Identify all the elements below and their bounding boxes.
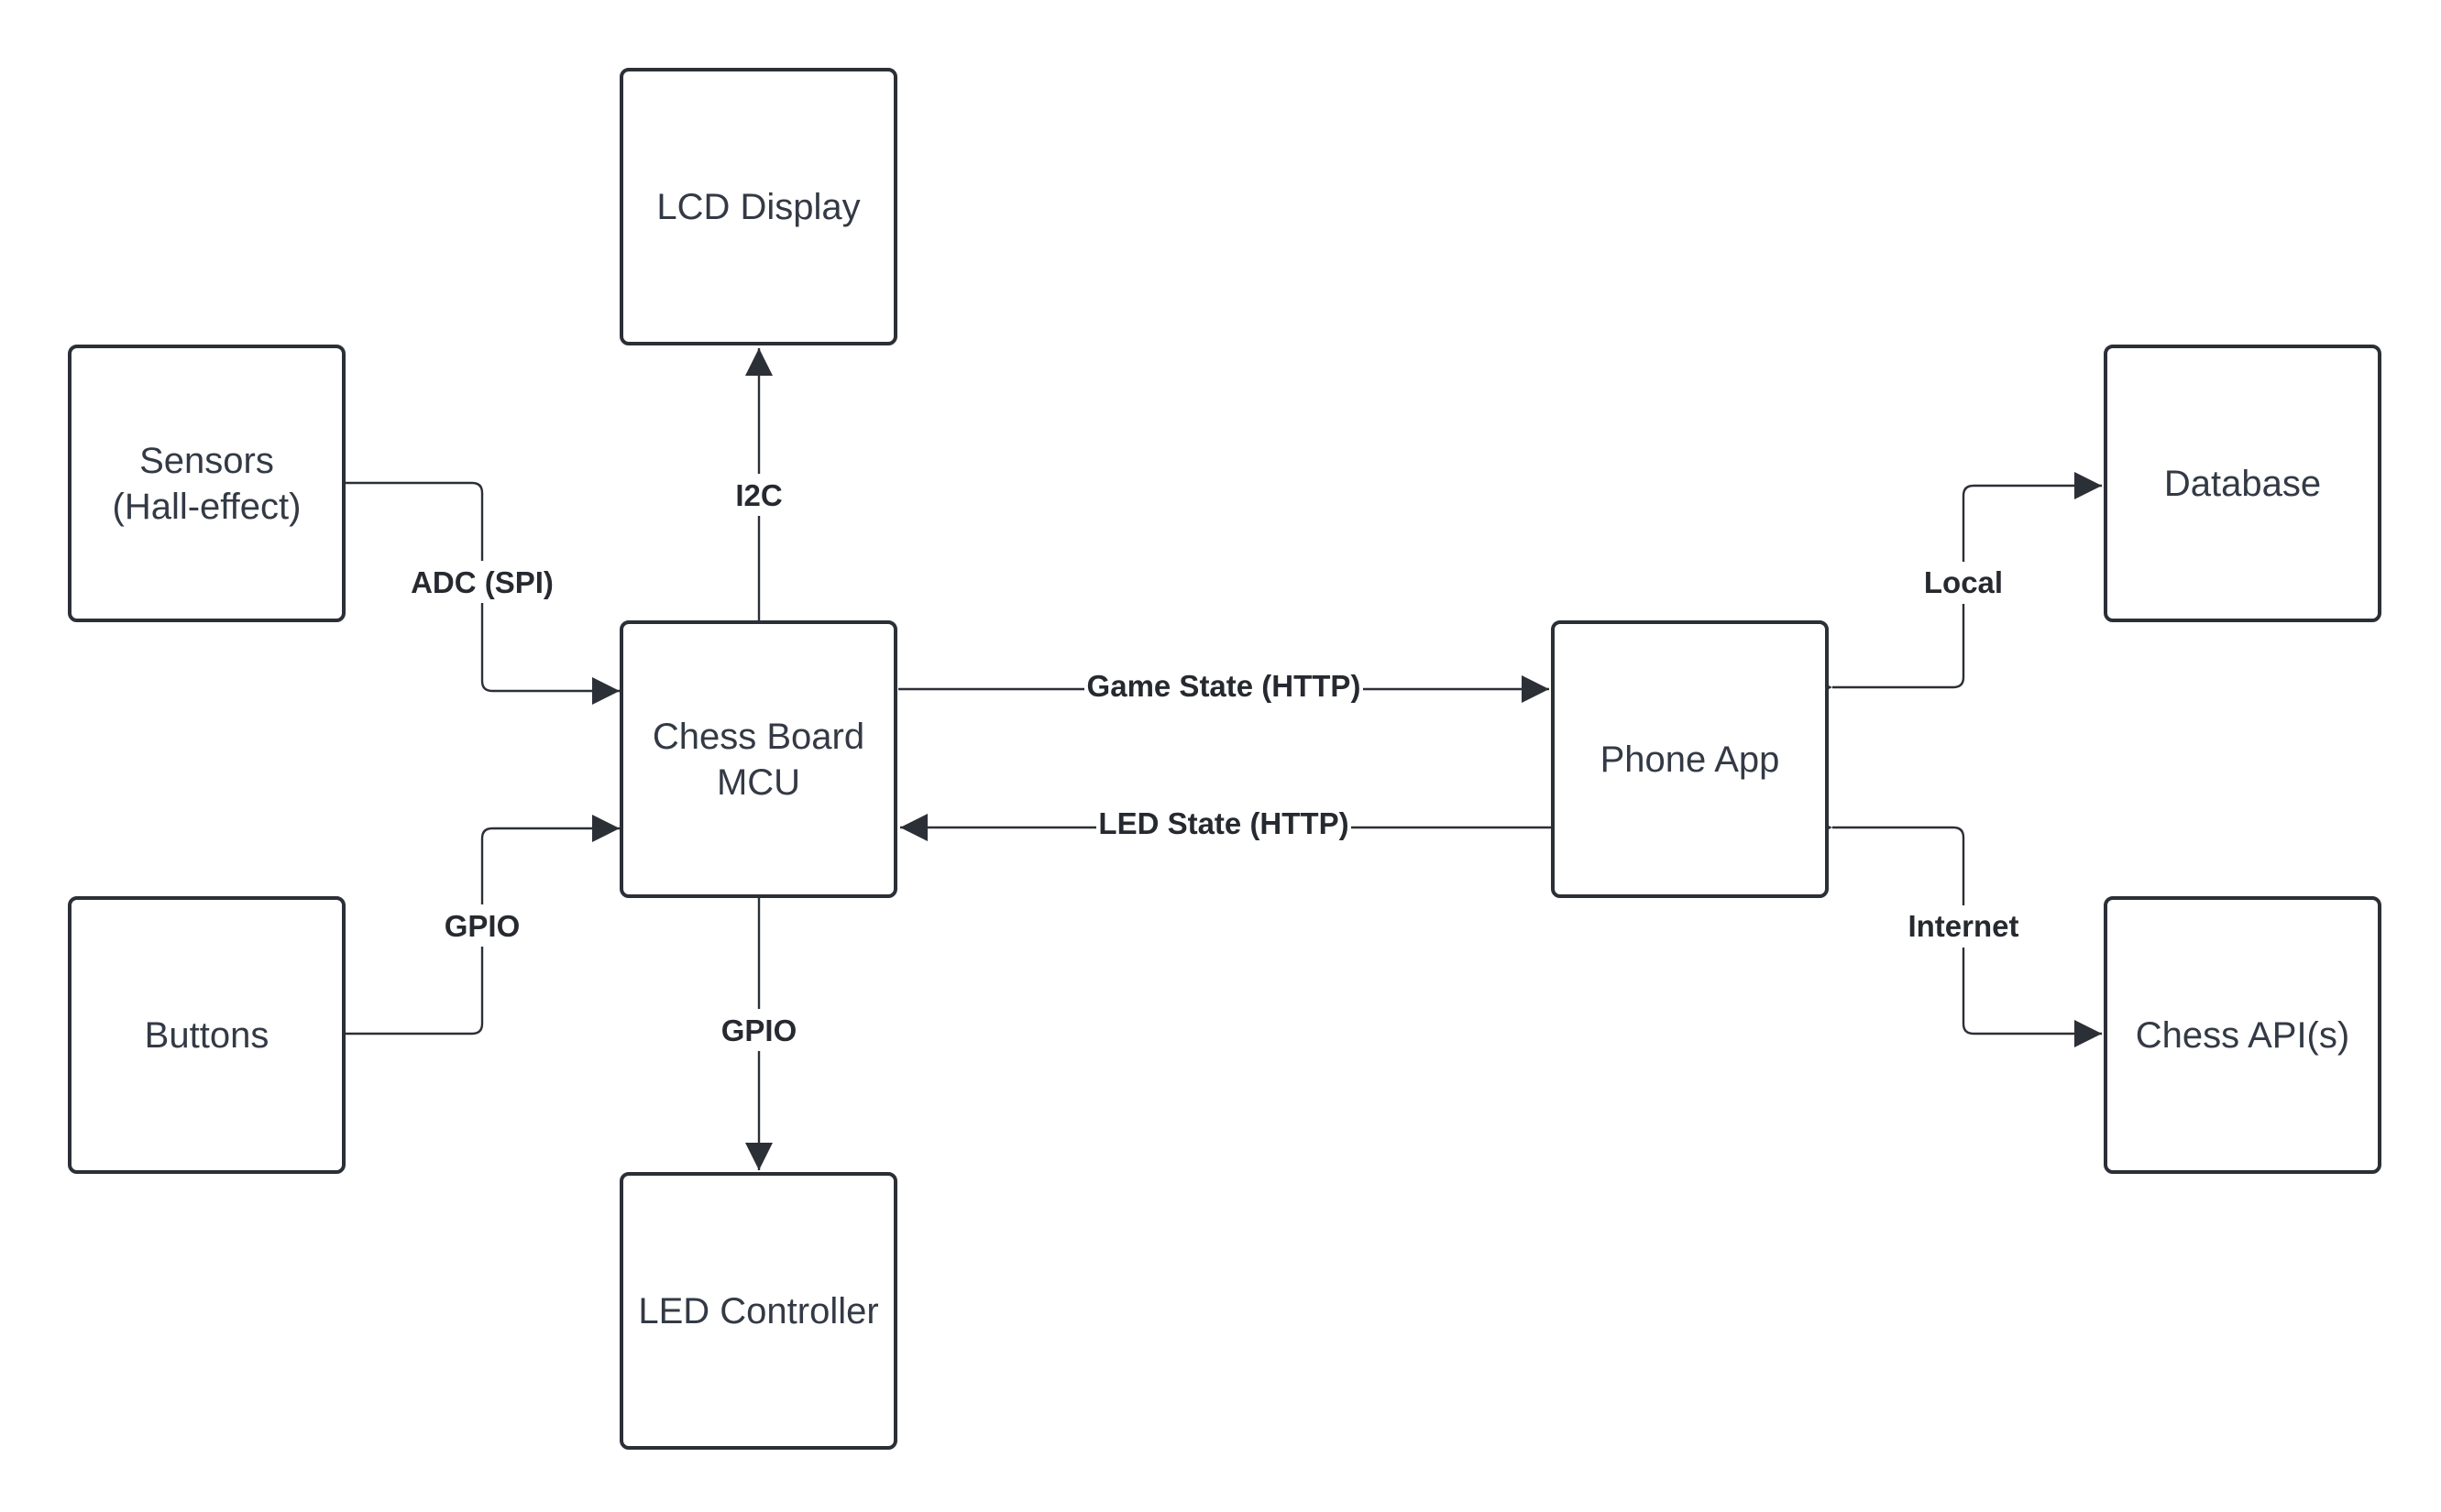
node-label: Phone App [1600, 739, 1780, 780]
node-chess-board-mcu[interactable]: Chess Board MCU [620, 620, 897, 898]
edge-label-internet: Internet [1908, 909, 2018, 943]
edge-label-i2c: I2C [735, 478, 782, 512]
node-lcd-display[interactable]: LCD Display [620, 68, 897, 345]
node-label: LED Controller [638, 1290, 879, 1331]
node-label: LCD Display [656, 186, 861, 227]
node-phone-app[interactable]: Phone App [1551, 620, 1829, 898]
node-label: Sensors (Hall-effect) [112, 440, 302, 527]
node-buttons[interactable]: Buttons [68, 896, 346, 1174]
edge-label-adc-spi: ADC (SPI) [411, 565, 554, 599]
node-label: Buttons [144, 1014, 269, 1056]
edge-label-local: Local [1924, 565, 2003, 599]
node-label: Database [2163, 463, 2322, 504]
node-sensors[interactable]: Sensors (Hall-effect) [68, 345, 346, 622]
edge-label-gpio-buttons: GPIO [445, 909, 521, 943]
node-label: Chess API(s) [2135, 1014, 2350, 1056]
edge-label-led-state: LED State (HTTP) [1098, 806, 1348, 840]
node-label: Chess Board MCU [652, 716, 865, 803]
edge-label-game-state: Game State (HTTP) [1087, 669, 1361, 703]
node-database[interactable]: Database [2104, 345, 2381, 622]
node-led-controller[interactable]: LED Controller [620, 1172, 897, 1450]
edge-label-gpio-led: GPIO [721, 1013, 797, 1047]
node-chess-apis[interactable]: Chess API(s) [2104, 896, 2381, 1174]
